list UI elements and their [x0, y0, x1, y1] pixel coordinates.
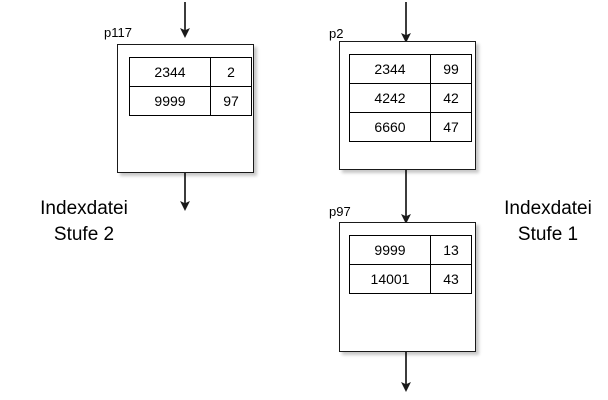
entry-table-p117: 2344 2 9999 97 [129, 57, 252, 116]
table-row: 2344 2 [129, 57, 252, 87]
caption-right: Indexdatei Stufe 1 [489, 196, 607, 247]
table-row: 2344 99 [349, 54, 472, 84]
entry-pointer: 99 [430, 54, 472, 84]
entry-key: 9999 [349, 235, 431, 265]
entry-key: 2344 [129, 57, 211, 87]
entry-pointer: 42 [430, 83, 472, 113]
entry-table-p97: 9999 13 14001 43 [349, 235, 472, 294]
block-label-p97: p97 [329, 204, 351, 219]
entry-pointer: 97 [210, 86, 252, 116]
page-block-p97[interactable]: 9999 13 14001 43 [339, 222, 476, 352]
block-label-p117: p117 [104, 25, 132, 40]
block-label-p2: p2 [329, 26, 344, 41]
entry-key: 4242 [349, 83, 431, 113]
entry-pointer: 13 [430, 235, 472, 265]
page-block-p2[interactable]: 2344 99 4242 42 6660 47 [339, 41, 476, 170]
entry-key: 6660 [349, 112, 431, 142]
entry-pointer: 47 [430, 112, 472, 142]
table-row: 6660 47 [349, 112, 472, 142]
table-row: 4242 42 [349, 83, 472, 113]
entry-key: 2344 [349, 54, 431, 84]
table-row: 14001 43 [349, 264, 472, 294]
entry-key: 9999 [129, 86, 211, 116]
caption-left: Indexdatei Stufe 2 [14, 196, 154, 247]
page-block-p117[interactable]: 2344 2 9999 97 [117, 44, 254, 173]
caption-right-line1: Indexdatei [504, 198, 592, 219]
table-row: 9999 97 [129, 86, 252, 116]
caption-left-line2: Stufe 2 [53, 223, 115, 245]
entry-table-p2: 2344 99 4242 42 6660 47 [349, 54, 472, 142]
entry-pointer: 43 [430, 264, 472, 294]
caption-left-line1: Indexdatei [40, 198, 128, 219]
caption-right-line2: Stufe 1 [517, 223, 579, 245]
entry-pointer: 2 [210, 57, 252, 87]
table-row: 9999 13 [349, 235, 472, 265]
entry-key: 14001 [349, 264, 431, 294]
